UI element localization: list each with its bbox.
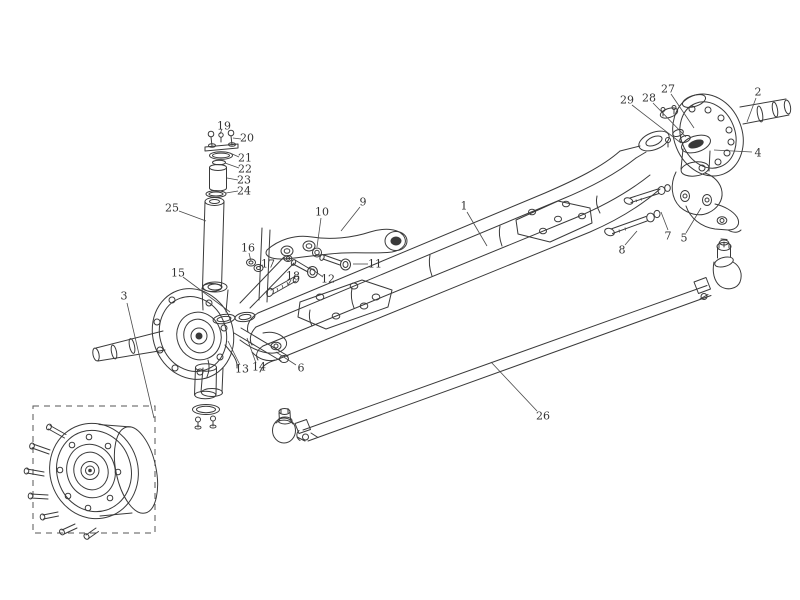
callout-label-3: 3 [121, 290, 128, 303]
callout-label-8: 8 [619, 244, 626, 257]
leader-line-13 [227, 340, 241, 366]
callout-label-16: 16 [241, 242, 255, 255]
callout-label-6: 6 [298, 362, 305, 375]
callout-label-28: 28 [642, 92, 656, 105]
leader-line-2 [746, 97, 757, 123]
leader-line-1 [466, 211, 488, 247]
leader-line-29 [631, 104, 682, 144]
leader-line-8 [624, 230, 638, 246]
callout-label-24: 24 [237, 185, 251, 198]
callout-label-23: 23 [237, 174, 251, 187]
callout-label-10: 10 [315, 206, 329, 219]
leader-line-5 [685, 207, 702, 234]
leader-line-23 [226, 177, 239, 181]
steering-arm-upper [246, 228, 408, 297]
callout-label-5: 5 [681, 232, 688, 245]
leader-line-18 [287, 279, 292, 286]
callout-label-4: 4 [755, 147, 762, 160]
callout-label-26: 26 [536, 410, 550, 423]
hub-detail-box [32, 405, 156, 534]
kingpin-lower-parts [192, 363, 220, 430]
callout-label-15: 15 [171, 267, 185, 280]
leader-line-4 [713, 149, 753, 153]
spring-seat-right [515, 200, 593, 243]
leader-line-9 [340, 206, 361, 232]
leader-line-25 [178, 210, 207, 222]
leader-line-20 [232, 137, 242, 140]
callout-label-7: 7 [665, 230, 672, 243]
callout-label-21: 21 [238, 152, 252, 165]
callout-label-22: 22 [238, 163, 252, 176]
wheel-hub [23, 405, 159, 540]
tie-rod [272, 238, 742, 444]
leader-line-28 [652, 102, 687, 138]
callout-label-13: 13 [235, 363, 249, 376]
callout-label-9: 9 [360, 196, 367, 209]
leader-line-27 [670, 93, 695, 129]
callout-label-20: 20 [240, 132, 254, 145]
knuckle-right [659, 93, 792, 216]
callout-label-25: 25 [165, 202, 179, 215]
leader-line-6 [275, 351, 297, 366]
callout-label-2: 2 [755, 86, 762, 99]
callout-label-27: 27 [661, 83, 675, 96]
steering-arm-lower [233, 327, 289, 363]
leader-line-10 [316, 217, 322, 248]
callout-label-12: 12 [321, 273, 335, 286]
leader-line-7 [660, 211, 669, 231]
tie-rod-arm [604, 184, 742, 237]
leader-line-12 [308, 266, 324, 278]
leader-line-21 [229, 152, 240, 158]
callout-label-29: 29 [620, 94, 634, 107]
leader-line-3 [126, 302, 155, 419]
leader-line-24 [225, 190, 239, 194]
leader-line-15 [182, 276, 231, 313]
spring-seat-left [297, 279, 393, 330]
leader-line-19 [219, 128, 223, 135]
kingpin-parts [202, 129, 239, 292]
callout-label-18: 18 [286, 270, 300, 283]
callout-label-17: 17 [261, 258, 275, 271]
leader-line-16 [248, 252, 252, 262]
callout-label-19: 19 [217, 120, 231, 133]
leader-line-17 [256, 264, 264, 268]
callout-label-11: 11 [368, 258, 382, 271]
leader-line-26 [490, 361, 538, 412]
callout-label-1: 1 [461, 200, 468, 213]
axle-beam [247, 130, 670, 373]
leader-line-22 [224, 162, 240, 169]
callout-label-14: 14 [252, 361, 266, 374]
leader-line-14 [246, 337, 257, 364]
